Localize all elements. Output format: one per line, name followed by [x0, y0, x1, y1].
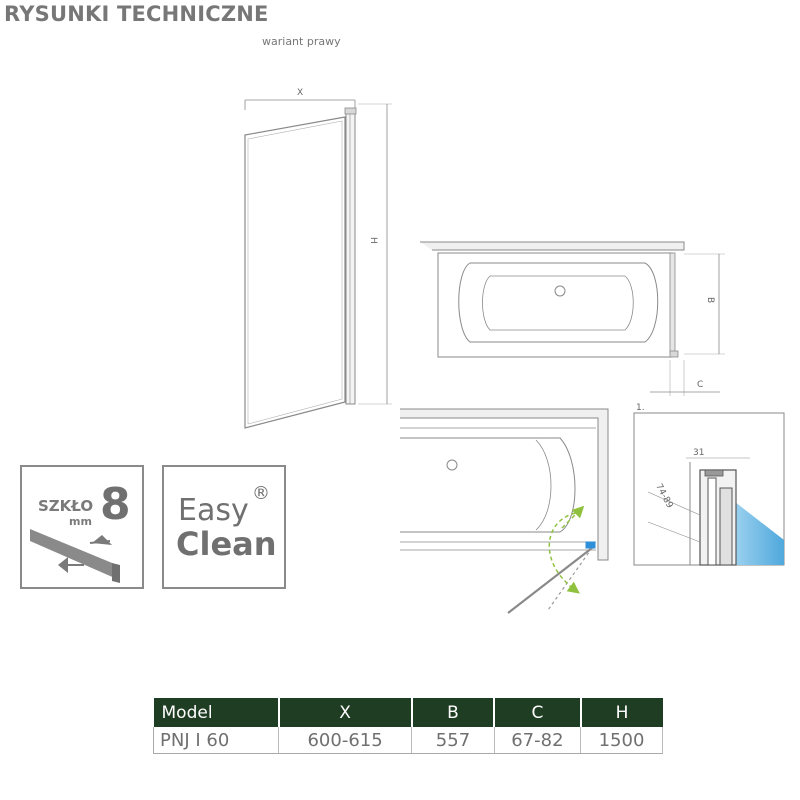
header-model: Model [153, 698, 280, 727]
glass-label: SZKŁO [38, 497, 94, 515]
header-c: C [494, 698, 582, 727]
variant-label: wariant prawy [262, 35, 341, 48]
front-view [244, 99, 392, 429]
clean-label: Clean [176, 525, 277, 563]
hinge-highlight [585, 541, 596, 549]
swing-view [400, 408, 609, 614]
glass-thickness-badge: SZKŁO mm 8 [20, 465, 144, 589]
easy-clean-badge: Easy ® Clean [162, 465, 286, 589]
spec-header-row: Model X B C H [153, 698, 663, 727]
detail-number: 1. [636, 403, 645, 413]
label-h: H [368, 237, 378, 244]
spec-table: Model X B C H PNJ I 60 600-615 557 67-82… [153, 698, 663, 754]
glass-unit: mm [69, 515, 92, 528]
header-h: H [580, 698, 663, 727]
label-b: B [705, 297, 715, 303]
glass-pane-icon [30, 529, 120, 583]
cell-x: 600-615 [278, 727, 413, 754]
header-x: X [278, 698, 413, 727]
detail-range: 74-89 [653, 482, 674, 510]
cell-c: 67-82 [494, 727, 582, 754]
header-b: B [411, 698, 496, 727]
detail-view [633, 412, 785, 566]
label-x: X [297, 88, 303, 98]
label-c: C [697, 380, 703, 390]
cell-h: 1500 [580, 727, 663, 754]
easy-label: Easy [178, 493, 249, 528]
detail-width: 31 [693, 448, 704, 458]
top-view [420, 241, 725, 396]
cell-b: 557 [411, 727, 495, 754]
glass-thickness-value: 8 [100, 479, 131, 530]
table-row: PNJ I 60 600-615 557 67-82 1500 [153, 727, 663, 754]
registered-mark: ® [252, 483, 270, 504]
page-title: RYSUNKI TECHNICZNE [4, 2, 269, 26]
cell-model: PNJ I 60 [153, 727, 279, 754]
